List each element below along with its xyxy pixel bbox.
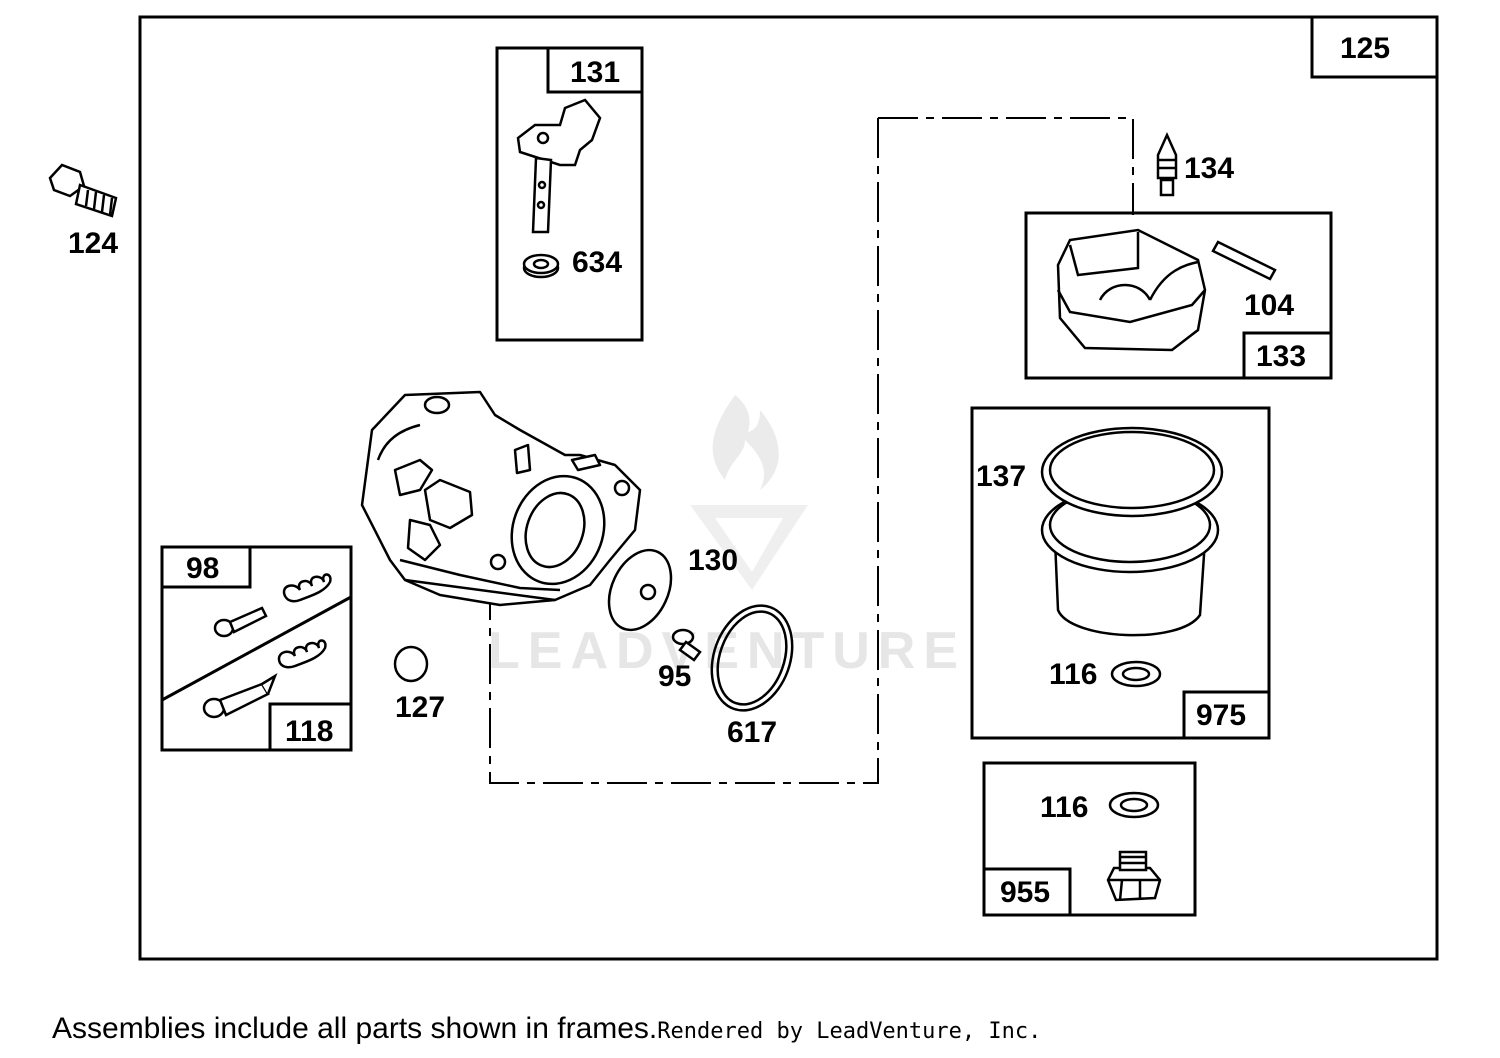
part-label-104: 104 — [1244, 289, 1294, 322]
spring-icon-b — [277, 639, 327, 669]
assembly-label-box — [1310, 15, 1439, 79]
footer-credit: Rendered by LeadVenture, Inc. — [657, 1019, 1042, 1044]
part-label-134: 134 — [1184, 152, 1234, 185]
idle-screw-icon — [213, 606, 268, 638]
part-label-617: 617 — [727, 716, 777, 749]
leader-lines — [489, 117, 1134, 784]
frame-133 — [1024, 211, 1333, 380]
seal-634-icon — [522, 253, 560, 279]
washer-116-icon-b — [1108, 791, 1160, 819]
pin-104-icon — [1211, 240, 1277, 281]
gasket-617-icon — [710, 604, 794, 712]
spring-icon-a — [282, 573, 332, 603]
choke-shaft-icon — [516, 98, 602, 234]
throttle-plate-130-icon — [607, 548, 673, 632]
bolt-124-icon — [48, 163, 118, 218]
part-label-127: 127 — [395, 691, 445, 724]
assembly-label: 125 — [1340, 32, 1390, 65]
frame-98-label-box — [160, 545, 252, 589]
carburetor-body-icon — [360, 390, 642, 607]
footer-note: Assemblies include all parts shown in fr… — [52, 1012, 658, 1045]
frame-955-label-box — [982, 867, 1072, 917]
part-label-131: 131 — [570, 56, 620, 89]
part-label-634: 634 — [572, 246, 622, 279]
frame-133-label-box — [1242, 331, 1333, 380]
part-label-130: 130 — [688, 544, 738, 577]
plug-127-icon — [393, 645, 429, 683]
screw-95-icon — [671, 628, 702, 662]
needle-134-icon — [1156, 131, 1178, 197]
part-label-975: 975 — [1196, 699, 1246, 732]
bowl-nut-icon — [1106, 850, 1162, 902]
frame-131-label-box — [546, 46, 644, 94]
frame-118-label-box — [268, 702, 353, 752]
carburetor-parts-diagram: LEADVENTURE 125 124 131 634 134 133 — [48, 15, 1439, 961]
frame-98-118-divider — [161, 595, 352, 702]
part-label-137: 137 — [976, 460, 1026, 493]
part-label-116-a: 116 — [1049, 658, 1097, 691]
frame-955 — [982, 761, 1197, 917]
frame-98-118 — [160, 545, 353, 752]
frame-975 — [970, 406, 1271, 740]
part-label-116-b: 116 — [1040, 791, 1088, 824]
footer: Assemblies include all parts shown in fr… — [52, 1012, 1041, 1046]
frame-975-label-box — [1182, 690, 1271, 740]
part-label-124: 124 — [68, 227, 118, 260]
part-label-95: 95 — [658, 660, 691, 693]
float-bowl-icon — [1040, 426, 1224, 637]
part-label-98: 98 — [186, 552, 219, 585]
mixture-screw-icon — [202, 672, 278, 719]
watermark-logo — [690, 395, 808, 590]
float-icon — [1056, 228, 1207, 352]
part-label-133: 133 — [1256, 340, 1306, 373]
watermark-text: LEADVENTURE — [488, 622, 966, 680]
part-label-955: 955 — [1000, 876, 1050, 909]
washer-116-icon-a — [1110, 660, 1162, 688]
assembly-frame — [138, 15, 1439, 961]
part-label-118: 118 — [285, 715, 333, 748]
